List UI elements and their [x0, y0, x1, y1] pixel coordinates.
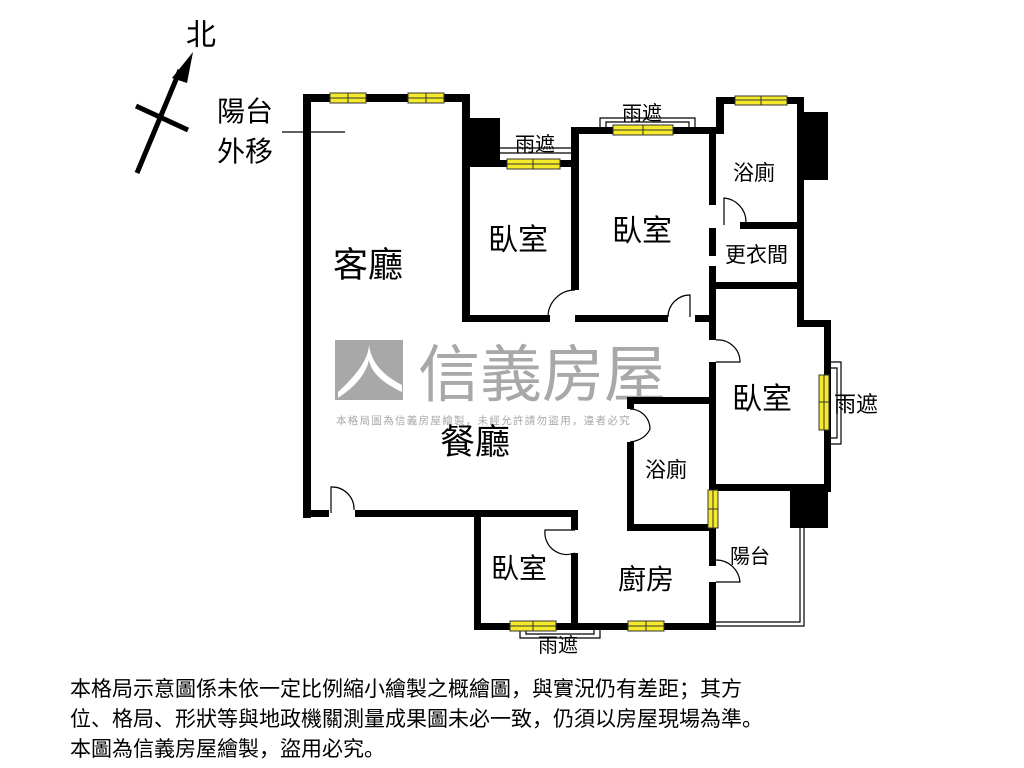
balcony-moved-label-2: 外移 [217, 135, 273, 168]
door-bath-2[interactable] [629, 408, 651, 443]
door-bath-1[interactable] [723, 197, 747, 225]
room-bedroom-3: 臥室 [732, 382, 792, 417]
walls [303, 94, 831, 630]
room-bath-2: 浴廁 [645, 458, 687, 482]
disclaimer-line: 本格局示意圖係未依一定比例縮小繪製之概繪圖，與實況仍有差距；其方 [70, 677, 742, 701]
room-closet: 更衣間 [725, 243, 788, 267]
watermark: 信義房屋 本格局圖為信義房屋繪製，未經允許請勿盜用，違者必究 [335, 338, 666, 427]
disclaimer-line: 位、格局、形狀等與地政機關測量成果圖未必一致，仍須以房屋現場為準。 [70, 707, 763, 731]
roof-logo-icon [338, 345, 402, 398]
room-kitchen: 廚房 [618, 563, 674, 596]
disclaimer-text: 本格局示意圖係未依一定比例縮小繪製之概繪圖，與實況仍有差距；其方 位、格局、形狀… [70, 674, 990, 764]
door-bedroom-1[interactable] [547, 289, 576, 318]
outlines [500, 117, 842, 639]
awning-label: 雨遮 [834, 393, 878, 418]
awning-label: 雨遮 [538, 633, 578, 657]
room-balcony: 陽台 [730, 544, 770, 568]
north-compass: 北 [134, 18, 216, 174]
door-entrance[interactable] [330, 486, 355, 513]
doors [330, 197, 747, 583]
room-living: 客廳 [333, 246, 403, 286]
north-label: 北 [186, 18, 216, 53]
windows [329, 92, 830, 632]
room-bath-1: 浴廁 [733, 161, 775, 185]
room-bedroom-1: 臥室 [488, 223, 548, 258]
door-bedroom-2[interactable] [667, 294, 691, 318]
awning-label: 雨遮 [515, 132, 555, 156]
door-bedroom-4[interactable] [544, 529, 576, 556]
room-bedroom-4: 臥室 [491, 552, 547, 585]
watermark-notice: 本格局圖為信義房屋繪製，未經允許請勿盜用，違者必究 [336, 414, 631, 427]
room-labels: 客廳 餐廳 臥室 臥室 臥室 臥室 浴廁 浴廁 更衣間 廚房 陽台 雨遮 雨遮 … [333, 101, 878, 657]
north-arrow-icon [172, 52, 193, 83]
room-dining: 餐廳 [440, 423, 510, 463]
awning-label: 雨遮 [622, 101, 662, 125]
balcony-moved-label-1: 陽台 [217, 95, 273, 128]
disclaimer-line: 本圖為信義房屋繪製，盜用必究。 [70, 737, 385, 761]
watermark-brand: 信義房屋 [418, 338, 666, 411]
door-balcony[interactable] [715, 559, 741, 583]
room-bedroom-2: 臥室 [612, 214, 672, 249]
door-bedroom-3[interactable] [715, 339, 741, 363]
